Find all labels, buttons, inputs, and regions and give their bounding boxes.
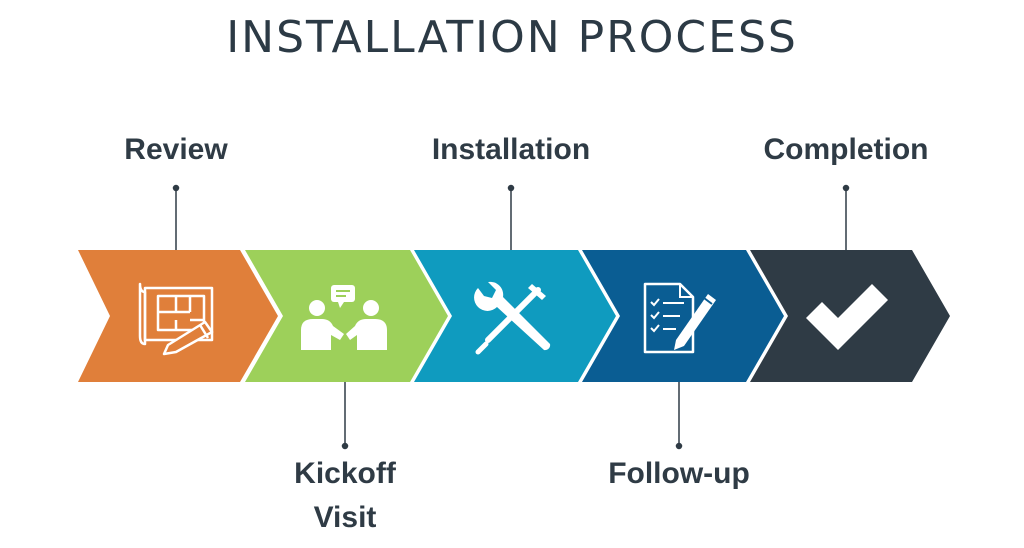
chevron-followup: [582, 250, 784, 382]
step-label-followup: Follow-up: [608, 457, 750, 490]
chevron-review: [78, 250, 278, 382]
checkmark-icon: [806, 284, 888, 350]
step-label-completion: Completion: [763, 133, 929, 166]
step-label-kickoff-text: Kickoff Visit: [294, 457, 396, 534]
step-label-review: Review: [124, 133, 228, 166]
connector-dot-completion: [842, 184, 850, 192]
meeting-icon: [301, 285, 387, 350]
step-label-kickoff: Kickoff Visit: [265, 452, 425, 540]
connector-dot-followup: [675, 442, 683, 450]
page-title: INSTALLATION PROCESS: [226, 12, 798, 63]
blueprint-icon: [138, 282, 214, 356]
step-label-installation: Installation: [431, 133, 591, 166]
connector-dot-installation: [507, 184, 515, 192]
tools-icon: [474, 281, 551, 355]
connectors: [172, 184, 850, 450]
checklist-icon: [643, 282, 716, 354]
connector-dot-review: [172, 184, 180, 192]
chevron-kickoff: [245, 250, 448, 382]
connector-dot-kickoff: [341, 442, 349, 450]
